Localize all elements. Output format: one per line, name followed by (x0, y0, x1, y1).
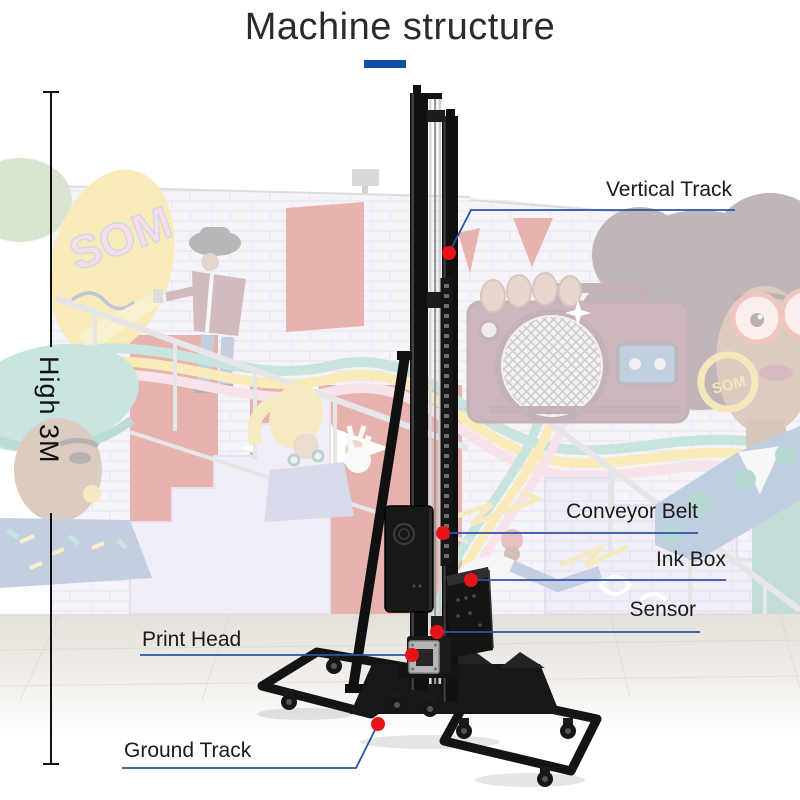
white-star-small (116, 522, 210, 610)
floodlight (352, 169, 379, 193)
label-vertical-track: Vertical Track (605, 178, 732, 201)
ground-track-line (122, 723, 379, 769)
print-head-dot (405, 648, 419, 662)
vertical-track-line (448, 209, 735, 254)
wall-printer-machine (257, 85, 602, 787)
vertical-track-dot (442, 246, 456, 260)
ground-track-dot (371, 717, 385, 731)
callout-lines (122, 209, 735, 769)
conveyor-belt-chain (440, 278, 453, 566)
teal-hat-figure (0, 343, 152, 588)
print-head-part (407, 636, 451, 674)
height-measurement (43, 91, 59, 765)
white-star-large (240, 378, 390, 520)
peace-hand (345, 434, 372, 473)
support-leg (345, 351, 412, 693)
painter-figure (78, 227, 246, 393)
afro-woman: SOM (575, 193, 800, 562)
label-ink-box: Ink Box (655, 548, 726, 571)
label-ground-track: Ground Track (124, 739, 252, 762)
callout-dots (371, 246, 478, 731)
label-sensor: Sensor (629, 598, 696, 621)
title-underline (364, 60, 406, 68)
control-box (384, 505, 434, 613)
mural-background: SOM (0, 150, 800, 733)
caster-wheels (281, 653, 576, 787)
ink-box-dot (464, 573, 478, 587)
belt-rod-right (438, 98, 442, 684)
conveyor-belt-dot (436, 526, 450, 540)
belt-rod-mid (434, 98, 437, 684)
blonde-dancer (247, 383, 367, 522)
label-print-head: Print Head (142, 628, 242, 651)
belt-rod-left (429, 98, 432, 684)
sensor-dot (430, 625, 444, 639)
som-graffiti-blob: SOM (49, 169, 179, 369)
label-conveyor-belt: Conveyor Belt (566, 500, 698, 523)
label-height-3m: High 3M (34, 356, 65, 464)
boombox (466, 272, 690, 424)
page-title: Machine structure (244, 6, 556, 48)
